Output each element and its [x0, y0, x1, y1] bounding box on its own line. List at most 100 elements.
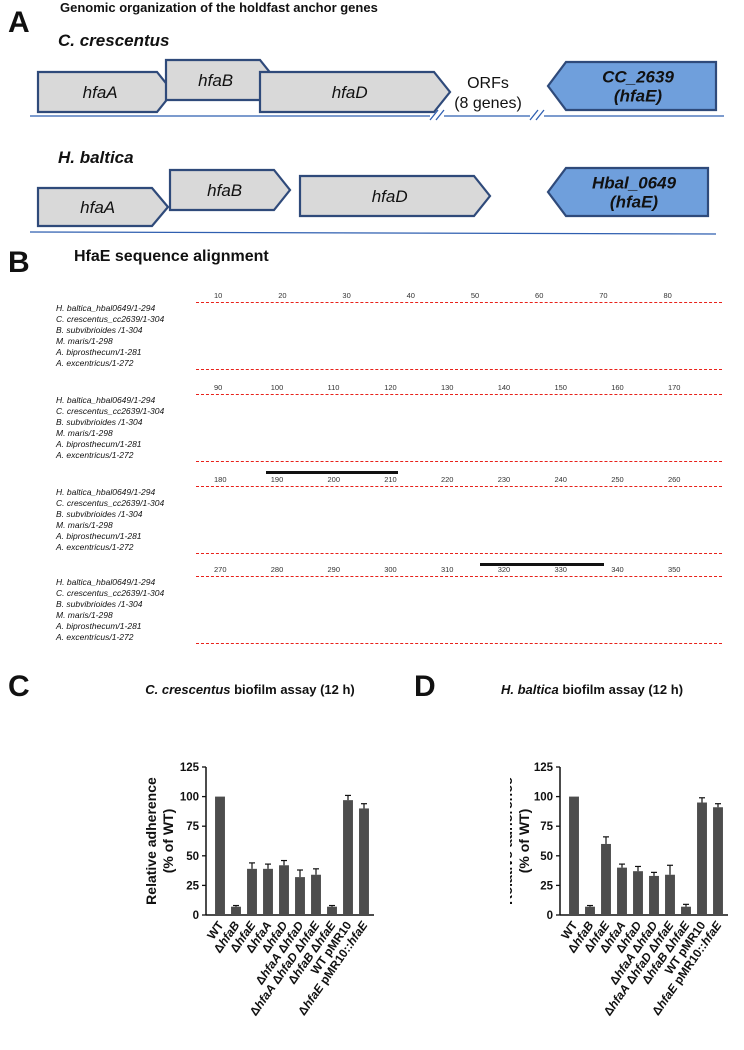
- organism-c-crescentus: C. crescentus: [58, 31, 170, 50]
- ruler-tick-label: 280: [270, 565, 284, 574]
- ruler-tick-label: 350: [667, 565, 681, 574]
- alignment-frame: [196, 394, 722, 462]
- sequence-name: A. excentricus/1-272: [56, 632, 134, 642]
- y-axis-label: Relative adherence(% of WT): [143, 777, 176, 905]
- panel-letter-b: B: [8, 246, 30, 279]
- sequence-name: H. baltica_hbal0649/1-294: [56, 303, 156, 313]
- ruler-tick-label: 70: [599, 291, 608, 300]
- sequence-name: H. baltica_hbal0649/1-294: [56, 395, 156, 405]
- gene-label-hbal-0649-sub: (hfaE): [610, 193, 659, 212]
- gene-label-hfaa: hfaA: [83, 83, 118, 102]
- bar: [231, 906, 241, 915]
- break-mark-right: [529, 109, 545, 121]
- sequence-name: H. baltica_hbal0649/1-294: [56, 577, 156, 587]
- gene-arrow-hbal-0649: [546, 166, 710, 218]
- bar: [713, 807, 723, 915]
- bar: [343, 800, 353, 915]
- gene-label-hfab: hfaB: [207, 181, 242, 200]
- sequence-name: B. subvibrioides /1-304: [56, 325, 143, 335]
- bar: [327, 906, 337, 915]
- ruler-tick-label: 160: [611, 383, 624, 392]
- gene-arrow-cc-2639: [546, 60, 718, 112]
- ruler-tick-label: 240: [554, 475, 567, 484]
- gene-label-hbal-0649: Hbal_0649: [592, 174, 677, 193]
- gene-label-cc-2639-sub: (hfaE): [614, 87, 663, 106]
- bar: [665, 874, 675, 915]
- y-tick-label: 25: [540, 880, 553, 892]
- gene-arrow-hfad: [298, 174, 492, 218]
- ruler-tick-label: 200: [327, 475, 340, 484]
- sequence-name: M. maris/1-298: [56, 520, 113, 530]
- chart-c-title: C. crescentus biofilm assay (12 h): [120, 682, 380, 697]
- sequence-name: A. biprosthecum/1-281: [56, 531, 142, 541]
- bar: [585, 906, 595, 915]
- y-tick-label: 100: [180, 792, 199, 804]
- bar: [295, 877, 305, 915]
- y-axis-label: Relative adherence(% of WT): [510, 777, 532, 905]
- ruler-tick-label: 290: [327, 565, 340, 574]
- y-tick-label: 50: [186, 851, 199, 863]
- orfs-note-line1: ORFs: [467, 75, 509, 92]
- chart-d-title-organism: H. baltica: [500, 682, 559, 697]
- gene-arrow-hfaa: [36, 186, 170, 228]
- gene-arrow-hfab: [168, 168, 292, 212]
- sequence-name: A. excentricus/1-272: [56, 542, 134, 552]
- bar: [359, 808, 369, 915]
- orfs-note: ORFs (8 genes): [428, 74, 548, 114]
- break-mark-left: [429, 109, 445, 121]
- ruler-tick-label: 80: [663, 291, 672, 300]
- ruler-tick-label: 10: [214, 291, 223, 300]
- ruler-tick-label: 100: [270, 383, 284, 392]
- y-axis-label-line: Relative adherence: [510, 777, 515, 905]
- bar: [633, 871, 643, 915]
- bar: [215, 796, 225, 915]
- alignment-frame: [196, 486, 722, 554]
- sequence-name: B. subvibrioides /1-304: [56, 509, 143, 519]
- ruler-tick-label: 110: [327, 383, 340, 392]
- sequence-name: B. subvibrioides /1-304: [56, 599, 143, 609]
- chart-d-title: H. baltica biofilm assay (12 h): [462, 682, 722, 697]
- bar: [649, 875, 659, 915]
- sequence-name: M. maris/1-298: [56, 428, 113, 438]
- bar: [569, 796, 579, 915]
- y-tick-label: 50: [540, 851, 553, 863]
- bar: [263, 868, 273, 915]
- ruler-tick-label: 170: [667, 383, 681, 392]
- sequence-name: C. crescentus_cc2639/1-304: [56, 588, 165, 598]
- gene-label-hfaa: hfaA: [80, 198, 115, 217]
- gene-arrow-hfad: [258, 70, 452, 114]
- ruler-tick-label: 60: [535, 291, 544, 300]
- y-tick-label: 0: [193, 910, 199, 922]
- sequence-name: A. biprosthecum/1-281: [56, 347, 142, 357]
- sequence-name: M. maris/1-298: [56, 610, 113, 620]
- y-tick-label: 100: [534, 792, 553, 804]
- y-tick-label: 125: [534, 762, 554, 774]
- motif-underline: [480, 563, 604, 566]
- ruler-tick-label: 260: [667, 475, 681, 484]
- chart-c: Relative adherence(% of WT)0255075100125…: [143, 762, 374, 1018]
- panel-letter-c: C: [8, 670, 30, 703]
- ruler-tick-label: 250: [611, 475, 624, 484]
- ruler-tick-label: 20: [278, 291, 287, 300]
- organism-h-baltica: H. baltica: [58, 148, 134, 167]
- y-tick-label: 75: [540, 821, 553, 833]
- y-tick-label: 75: [186, 821, 199, 833]
- sequence-name: C. crescentus_cc2639/1-304: [56, 406, 165, 416]
- y-tick-label: 125: [180, 762, 200, 774]
- panel-letter-d: D: [414, 670, 436, 703]
- gene-label-hfad: hfaD: [332, 83, 368, 102]
- ruler-tick-label: 30: [342, 291, 351, 300]
- panel-b-heading: HfaE sequence alignment: [74, 248, 269, 265]
- ruler-tick-label: 300: [384, 565, 397, 574]
- sequence-name: A. excentricus/1-272: [56, 450, 134, 460]
- ruler-tick-label: 340: [611, 565, 624, 574]
- ruler-tick-label: 150: [554, 383, 567, 392]
- ruler-tick-label: 90: [214, 383, 223, 392]
